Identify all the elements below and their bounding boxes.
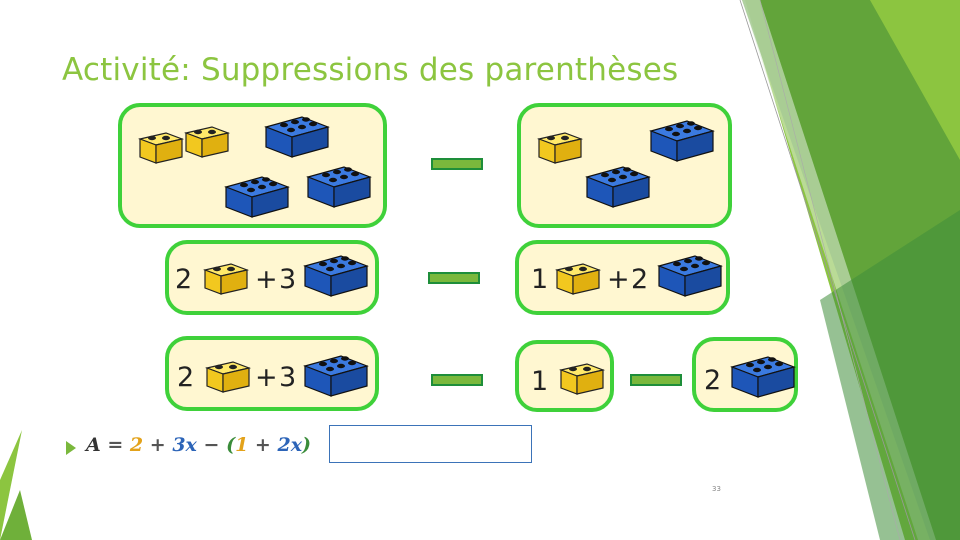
- formula-term-4: 2x: [277, 434, 302, 456]
- plus-sign: +: [607, 266, 631, 293]
- coef-blue: 2: [704, 367, 722, 394]
- panel-right-row3-a: 1: [515, 340, 614, 412]
- equals-bar-icon: [431, 374, 483, 386]
- blue-brick-icon: [303, 352, 371, 400]
- answer-box[interactable]: [329, 425, 532, 463]
- equals-bar-icon: [428, 272, 480, 284]
- blue-brick-icon: [224, 173, 292, 221]
- blue-brick-icon: [303, 252, 371, 300]
- panel-right-top: [517, 103, 732, 228]
- plus-sign: +: [255, 266, 279, 293]
- formula-minus: −: [204, 434, 220, 456]
- formula-term-1: 2: [130, 434, 143, 456]
- bullet-arrow-icon: [66, 441, 76, 455]
- equals-bar-icon: [431, 158, 483, 170]
- coef-yellow: 2: [177, 364, 195, 391]
- slide-title: Activité: Suppressions des parenthèses: [62, 52, 678, 88]
- page-number: 33: [712, 485, 721, 493]
- minus-bar-icon: [630, 374, 682, 386]
- blue-brick-icon: [306, 163, 374, 211]
- panel-left-row2: 2 + 3: [165, 240, 379, 315]
- formula-right-paren: ): [302, 434, 311, 456]
- coef-yellow: 1: [531, 266, 549, 293]
- coef-blue: 2: [631, 266, 649, 293]
- coef-blue: 3: [279, 266, 297, 293]
- blue-brick-icon: [649, 117, 717, 165]
- blue-brick-icon: [657, 252, 725, 300]
- panel-right-row3-b: 2: [692, 337, 798, 412]
- coef-yellow: 2: [175, 266, 193, 293]
- coef-blue: 3: [279, 364, 297, 391]
- panel-right-row2: 1 + 2: [515, 240, 730, 315]
- yellow-brick-icon: [555, 260, 603, 298]
- yellow-brick-icon: [537, 129, 585, 167]
- blue-brick-icon: [585, 163, 653, 211]
- coef-yellow: 1: [531, 368, 549, 395]
- formula-plus-2: +: [255, 434, 271, 456]
- formula-term-3: 1: [235, 434, 248, 456]
- blue-brick-icon: [730, 353, 798, 401]
- formula-term-2: 3x: [172, 434, 197, 456]
- formula-A: A: [86, 434, 101, 456]
- yellow-brick-icon: [138, 129, 186, 167]
- formula-left-paren: (: [226, 434, 235, 456]
- blue-brick-icon: [264, 113, 332, 161]
- yellow-brick-icon: [184, 123, 232, 161]
- panel-left-row3: 2 + 3: [165, 336, 379, 411]
- plus-sign: +: [255, 364, 279, 391]
- panel-left-top: [118, 103, 387, 228]
- yellow-brick-icon: [205, 358, 253, 396]
- yellow-brick-icon: [203, 260, 251, 298]
- formula-plus-1: +: [150, 434, 166, 456]
- yellow-brick-icon: [559, 360, 607, 398]
- formula: A = 2 + 3x − (1 + 2x): [86, 434, 311, 456]
- formula-equals: =: [107, 434, 123, 456]
